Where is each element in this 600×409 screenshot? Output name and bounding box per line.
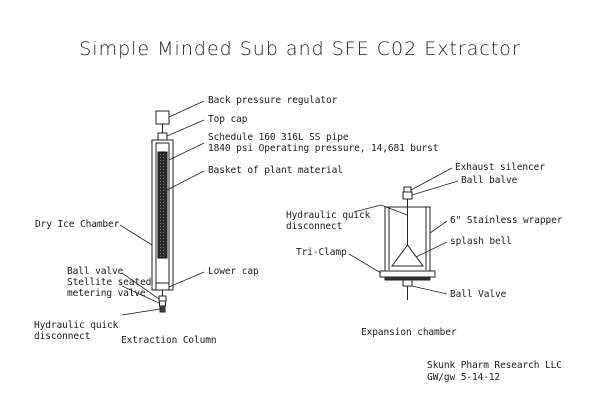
- caption-extraction-column: Extraction Column: [121, 335, 217, 346]
- label-hq-right-line1: Hydraulic quick: [286, 210, 371, 221]
- label-pipe-spec-line1: Schedule 160 316L SS pipe: [208, 132, 349, 143]
- expansion-chamber: [379, 186, 436, 300]
- exhaust-silencer-shape: [403, 186, 412, 193]
- extraction-column: [151, 110, 174, 313]
- label-stainless-wrapper: 6" Stainless wrapper: [450, 215, 563, 226]
- label-stellite-line2: metering valve: [67, 288, 146, 299]
- right-leader-lines: [348, 167, 459, 295]
- quick-disconnect-shape: [159, 305, 166, 313]
- label-ball-balve: Ball balve: [461, 175, 518, 186]
- splash-bell-shape: [391, 244, 424, 267]
- label-back-pressure-regulator: Back pressure regulator: [208, 95, 338, 106]
- label-hq-right-line2: disconnect: [286, 221, 343, 232]
- label-lower-cap: Lower cap: [208, 266, 259, 277]
- top-ball-valve-shape: [402, 191, 413, 200]
- label-stellite-line1: Stellite seated: [67, 277, 152, 288]
- label-top-cap: Top cap: [208, 114, 248, 125]
- label-splash-bell: splash bell: [450, 236, 512, 247]
- label-dry-ice-chamber: Dry Ice Chamber: [35, 219, 120, 230]
- label-hq-left-line2: disconnect: [34, 331, 91, 342]
- label-pipe-spec-line2: 1840 psi Operating pressure, 14,681 burs…: [208, 143, 439, 154]
- ball-valve-shape: [158, 295, 167, 302]
- metering-valve-shape: [159, 300, 166, 307]
- credit-company: Skunk Pharm Research LLC: [427, 360, 562, 371]
- top-cap-shape: [157, 132, 168, 141]
- credit-initials-date: GW/gw 5-14-12: [427, 372, 501, 383]
- label-hq-left-line1: Hydraulic quick: [34, 320, 119, 331]
- label-tri-clamp: Tri-Clamp: [296, 247, 347, 258]
- diagram-title: Simple Minded Sub and SFE C02 Extractor: [79, 38, 521, 60]
- lower-cap-shape: [155, 282, 170, 291]
- label-exhaust-silencer: Exhaust silencer: [455, 162, 545, 173]
- label-ball-valve-left: Ball valve: [67, 266, 124, 277]
- bottom-ball-valve-shape: [402, 279, 413, 287]
- label-basket: Basket of plant material: [208, 165, 343, 176]
- left-leader-lines: [119, 100, 205, 316]
- label-ball-valve-right: Ball Valve: [450, 289, 507, 300]
- back-pressure-regulator-box: [155, 110, 170, 125]
- plant-basket: [157, 151, 168, 259]
- tri-clamp-base: [379, 270, 436, 278]
- caption-expansion-chamber: Expansion chamber: [361, 327, 457, 338]
